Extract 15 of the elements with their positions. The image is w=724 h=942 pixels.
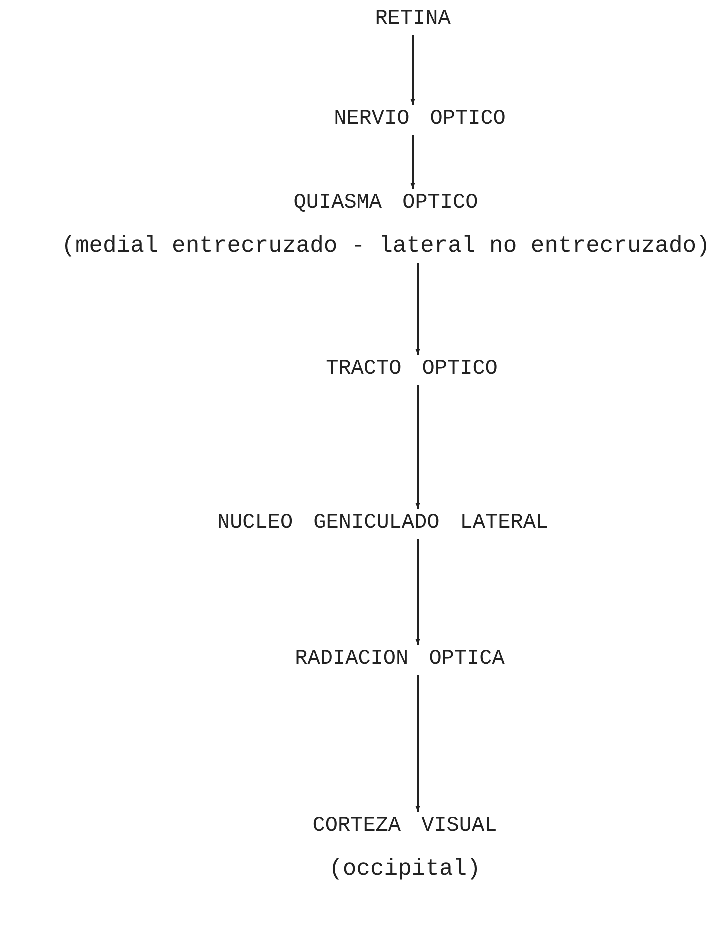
- arrow: [410, 135, 416, 189]
- arrow: [410, 35, 416, 105]
- node-label: RADIACION OPTICA: [295, 648, 505, 671]
- node-note: (medial entrecruzado - lateral no entrecruzado): [62, 233, 710, 259]
- arrow: [416, 263, 420, 355]
- node-label: NUCLEO GENICULADO LATERAL: [217, 512, 549, 535]
- node-label: TRACTO OPTICO: [326, 358, 498, 381]
- node-label: CORTEZA VISUAL: [312, 815, 498, 838]
- arrow: [416, 539, 420, 645]
- node-label: RETINA: [375, 8, 451, 31]
- node-label: NERVIO OPTICO: [334, 108, 506, 131]
- arrow: [416, 675, 420, 812]
- arrow: [416, 385, 420, 509]
- node-label: QUIASMA OPTICO: [294, 192, 478, 215]
- node-note: (occipital): [329, 856, 481, 882]
